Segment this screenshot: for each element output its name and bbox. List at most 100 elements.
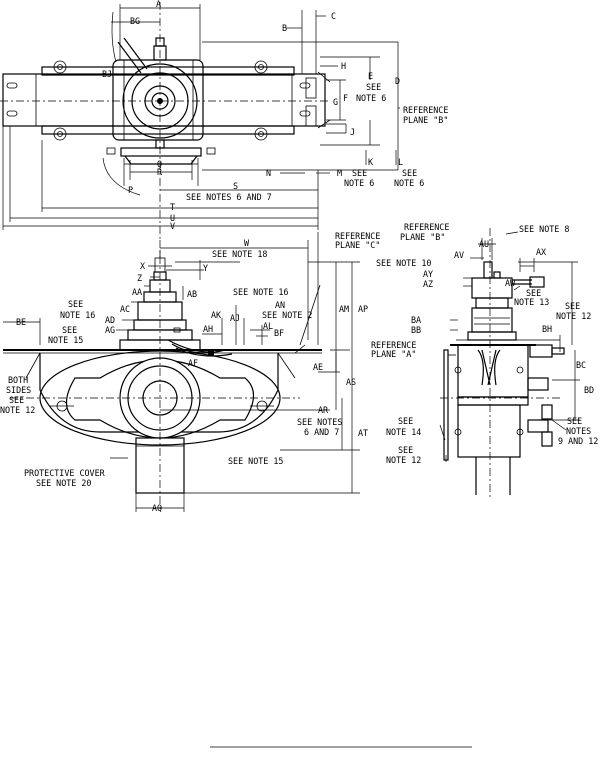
note-w: SEE NOTE 18 — [212, 249, 267, 259]
note-l-see: SEE — [402, 168, 417, 178]
note-prot-cover-2: SEE NOTE 20 — [36, 478, 91, 488]
note-see-16-b1: SEE — [68, 299, 83, 309]
note-see-2: SEE NOTE 2 — [262, 310, 312, 320]
dim-label-BJ: BJ — [102, 69, 112, 79]
note-see-14-2: NOTE 14 — [386, 427, 421, 437]
top-dimensions — [2, 4, 400, 230]
note-see-13-2: NOTE 13 — [514, 297, 549, 307]
dim-label-AN: AN — [275, 300, 285, 310]
note-both-1: BOTH — [8, 375, 28, 385]
dim-label-Q: Q — [157, 159, 162, 169]
note-l-note: NOTE 6 — [394, 178, 424, 188]
side-view — [443, 261, 565, 495]
dim-label-AG: AG — [105, 325, 115, 335]
note-see-6-b: NOTE 6 — [356, 93, 386, 103]
note-see-14-1: SEE — [398, 416, 413, 426]
dim-label-K: K — [368, 157, 374, 167]
dim-label-AF: AF — [188, 358, 198, 368]
note-see-10: SEE NOTE 10 — [376, 258, 431, 268]
ref-plane-b2-line2: PLANE "B" — [400, 232, 445, 242]
dim-label-T: T — [170, 202, 175, 212]
note-see-13-1: SEE — [526, 288, 541, 298]
front-dimensions — [3, 232, 360, 512]
side-dimensions — [439, 231, 580, 462]
dim-label-AM: AM — [339, 304, 349, 314]
dim-label-AP: AP — [358, 304, 368, 314]
dim-label-B: B — [282, 23, 287, 33]
note-s-notes: SEE NOTES 6 AND 7 — [186, 192, 272, 202]
dim-label-AU: AU — [479, 239, 489, 249]
note-see-8: SEE NOTE 8 — [519, 224, 569, 234]
dim-label-AW: AW — [505, 278, 516, 288]
dim-label-AB: AB — [187, 289, 197, 299]
dim-label-AE: AE — [313, 362, 323, 372]
note-see-15-b: SEE NOTE 15 — [228, 456, 283, 466]
ref-plane-c-line1: REFERENCE — [335, 231, 380, 241]
note-see-912-2: NOTES — [566, 426, 591, 436]
note-prot-cover-1: PROTECTIVE COVER — [24, 468, 106, 478]
note-k-note: NOTE 6 — [344, 178, 374, 188]
dim-label-AA: AA — [132, 287, 142, 297]
note-see-16-a: SEE NOTE 16 — [233, 287, 288, 297]
note-see-912-1: SEE — [567, 416, 582, 426]
note-both-2: SIDES — [6, 385, 31, 395]
dim-label-Z: Z — [137, 273, 142, 283]
dim-label-V: V — [170, 221, 175, 231]
dim-label-U: U — [170, 213, 175, 223]
dim-label-BH: BH — [542, 324, 552, 334]
note-k-see: SEE — [352, 168, 367, 178]
note-see-12-b1: SEE — [398, 445, 413, 455]
dim-label-AS: AS — [346, 377, 356, 387]
dim-label-BC: BC — [576, 360, 586, 370]
dim-label-BD: BD — [584, 385, 594, 395]
note-see-6-a: SEE — [366, 82, 381, 92]
dim-label-AC: AC — [120, 304, 130, 314]
dim-label-H: H — [341, 61, 346, 71]
dim-label-BB: BB — [411, 325, 421, 335]
dim-label-W: W — [244, 238, 250, 248]
ref-plane-b-line1: REFERENCE — [403, 105, 448, 115]
dim-label-E: E — [368, 71, 373, 81]
note-see-15-1: SEE — [62, 325, 77, 335]
ref-plane-b-line2: PLANE "B" — [403, 115, 448, 125]
note-see-12-r1: SEE — [565, 301, 580, 311]
dim-label-BE: BE — [16, 317, 26, 327]
note-see-912-3: 9 AND 12 — [558, 436, 598, 446]
dim-label-AJ: AJ — [230, 313, 240, 323]
ref-plane-a-line1: REFERENCE — [371, 340, 416, 350]
note-both-4: NOTE 12 — [0, 405, 35, 415]
dim-label-AK: AK — [211, 310, 222, 320]
dim-label-C: C — [331, 11, 336, 21]
dimension-labels: A BG B C BJ D E SEE NOTE 6 F G H J REFER… — [0, 0, 598, 513]
dim-label-AZ: AZ — [423, 279, 433, 289]
dim-label-Y: Y — [203, 263, 208, 273]
dim-label-AY: AY — [423, 269, 433, 279]
note-see-15-2: NOTE 15 — [48, 335, 83, 345]
dim-label-R: R — [157, 167, 163, 177]
dim-label-AD: AD — [105, 315, 115, 325]
dim-label-P: P — [128, 185, 133, 195]
dim-label-AV: AV — [454, 250, 464, 260]
note-ar-1: SEE NOTES — [297, 417, 342, 427]
dim-label-AX: AX — [536, 247, 546, 257]
dim-label-BA: BA — [411, 315, 421, 325]
dim-label-D: D — [395, 76, 400, 86]
dim-label-N: N — [266, 168, 271, 178]
dim-label-X: X — [140, 261, 145, 271]
note-ar-2: 6 AND 7 — [304, 427, 339, 437]
dim-label-AH: AH — [203, 324, 213, 334]
dim-label-G: G — [333, 97, 338, 107]
dim-label-S: S — [233, 181, 238, 191]
ref-plane-c-line2: PLANE "C" — [335, 240, 380, 250]
dim-label-L: L — [398, 157, 403, 167]
dim-label-A: A — [156, 0, 161, 9]
ref-plane-b2-line1: REFERENCE — [404, 222, 449, 232]
ref-plane-a-line2: PLANE "A" — [371, 349, 416, 359]
note-see-12-r2: NOTE 12 — [556, 311, 591, 321]
dim-label-BG: BG — [130, 16, 140, 26]
dim-label-BF: BF — [274, 328, 284, 338]
dim-label-AL: AL — [263, 321, 273, 331]
note-both-3: SEE — [9, 395, 24, 405]
note-see-12-b2: NOTE 12 — [386, 455, 421, 465]
